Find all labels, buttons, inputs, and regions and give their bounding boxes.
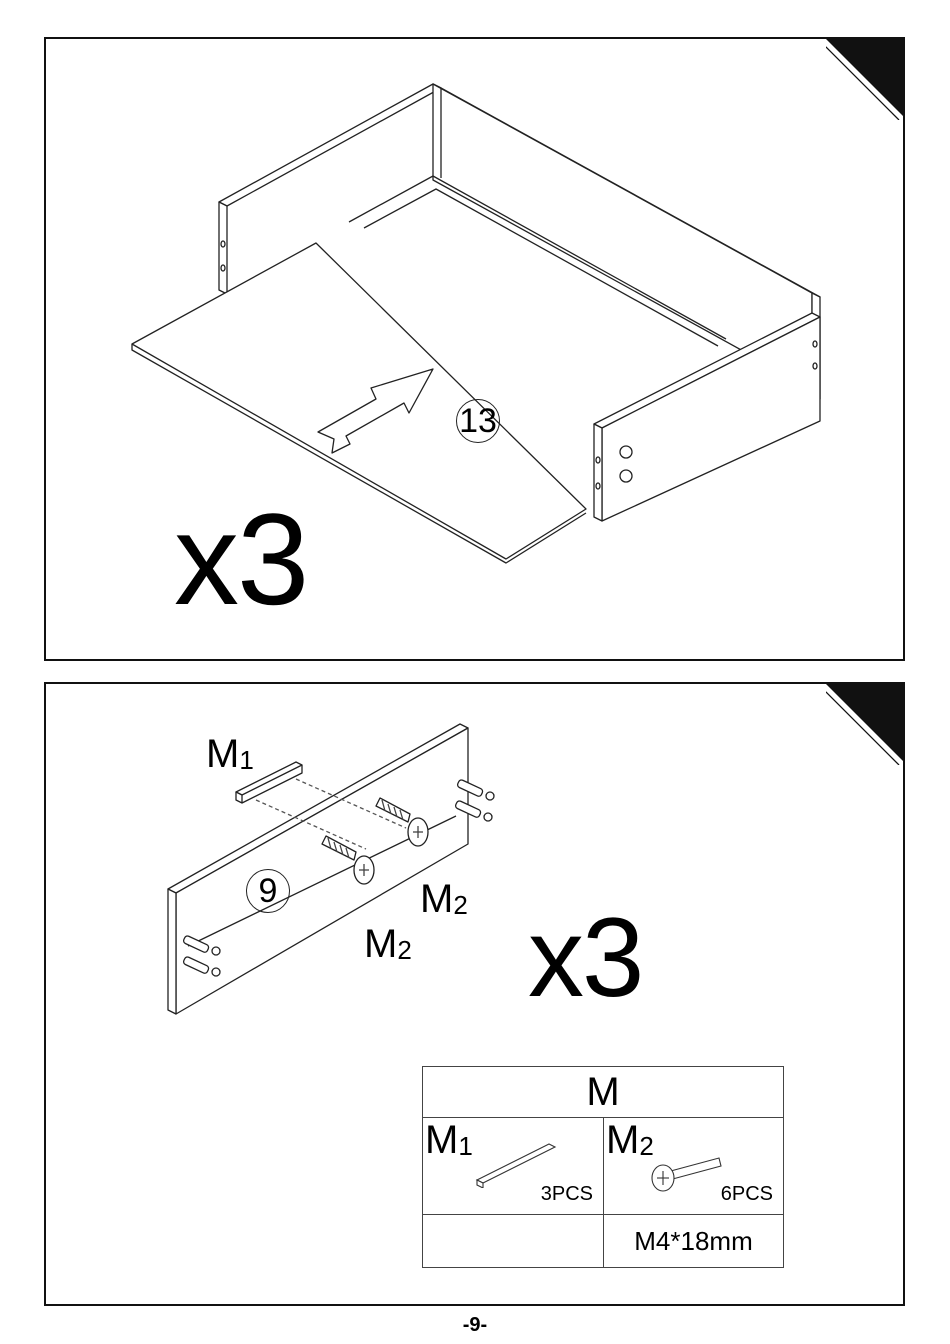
step-panel-drawer-front: M1 M2 M2 9 x3 M M1 3PCS M2 — [44, 682, 905, 1306]
page-number: -9- — [0, 1314, 950, 1337]
hardware-cell-m2: M2 6PCS — [604, 1118, 784, 1215]
quantity-multiplier: x3 — [528, 902, 642, 1014]
hardware-name: M2 — [606, 1120, 654, 1160]
quantity-multiplier: x3 — [174, 494, 307, 624]
hardware-size-m1 — [423, 1215, 604, 1268]
hardware-table-header: M — [423, 1067, 784, 1118]
callout-m1: M1 — [206, 734, 254, 774]
part-number-badge: 9 — [246, 869, 290, 913]
corner-tab-icon — [826, 39, 905, 120]
hardware-table: M M1 3PCS M2 — [422, 1066, 784, 1268]
callout-m2-lower: M2 — [364, 924, 412, 964]
step-panel-drawer-bottom: 13 x3 — [44, 37, 905, 661]
hardware-quantity: 6PCS — [721, 1183, 773, 1206]
corner-tab-icon — [826, 684, 905, 765]
screw-icon — [649, 1154, 729, 1196]
hardware-name: M1 — [425, 1120, 473, 1160]
drawer-pull-icon — [473, 1138, 563, 1188]
part-number-badge: 13 — [456, 399, 500, 443]
hardware-cell-m1: M1 3PCS — [423, 1118, 604, 1215]
hardware-quantity: 3PCS — [541, 1183, 593, 1206]
callout-m2-upper: M2 — [420, 879, 468, 919]
hardware-size-m2: M4*18mm — [604, 1215, 784, 1268]
